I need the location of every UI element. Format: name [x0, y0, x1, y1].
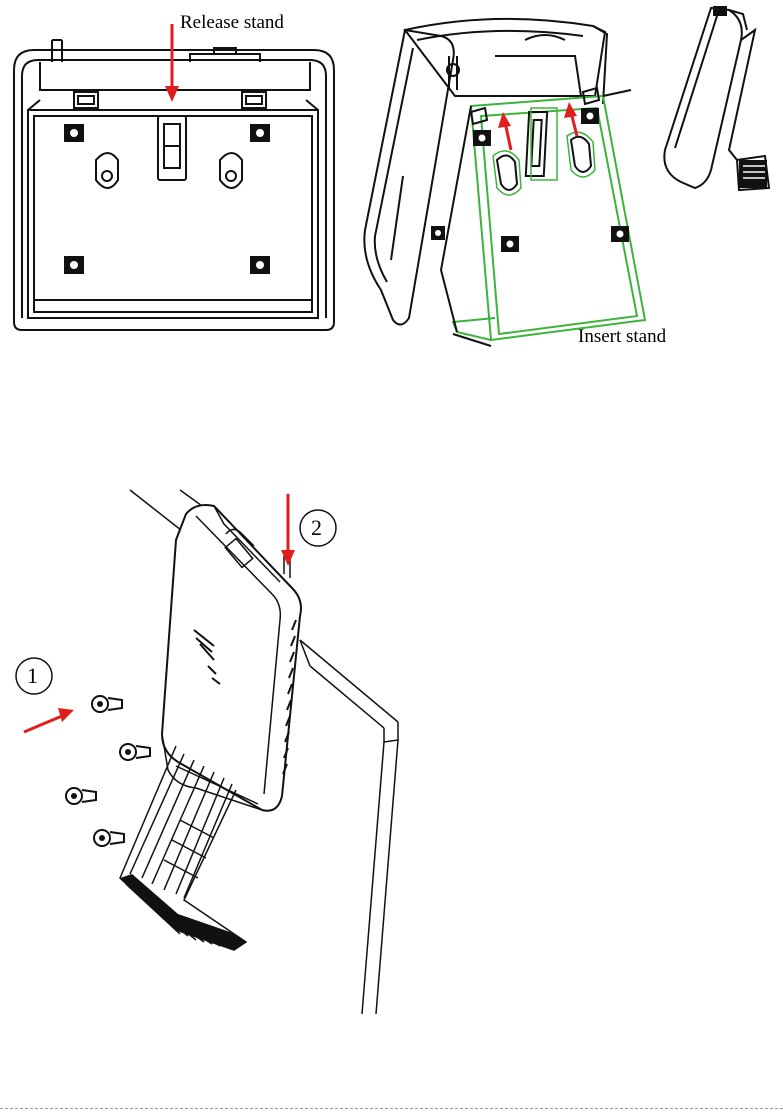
- release-stand-label: Release stand: [180, 12, 284, 34]
- step-1-label: 1: [27, 663, 38, 689]
- insert-stand-figure: [345, 0, 783, 360]
- footer-divider: [0, 1108, 783, 1109]
- red-down-arrow-icon: [165, 24, 179, 102]
- release-stand-figure: [0, 0, 345, 340]
- insert-stand-label: Insert stand: [578, 326, 666, 348]
- screw-icon: [66, 696, 150, 846]
- step-2-label: 2: [311, 515, 322, 541]
- wall-mount-figure: [0, 470, 420, 1030]
